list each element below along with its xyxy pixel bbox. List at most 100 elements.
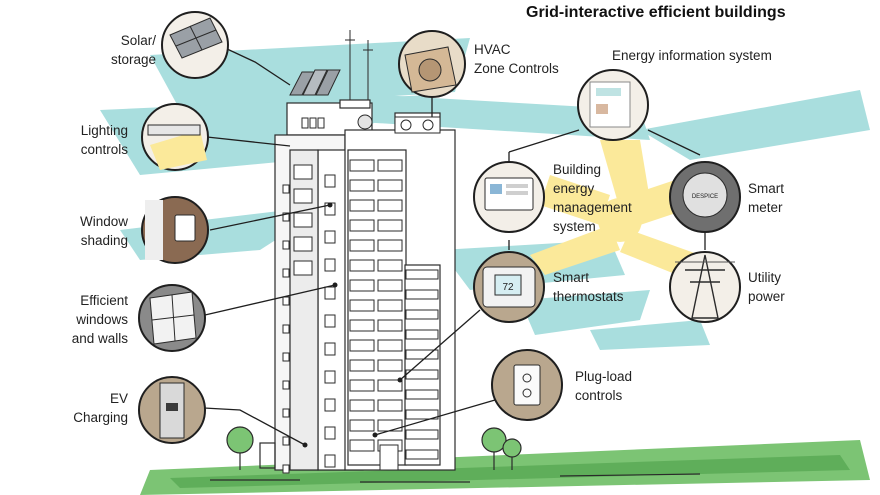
building-window [282, 212, 290, 222]
building-window [293, 212, 313, 228]
building-window [282, 184, 290, 194]
utility-power-circle [669, 251, 741, 323]
building-window [349, 419, 375, 432]
label-line: Charging [73, 410, 128, 425]
label-window-shading: Window shading [60, 212, 128, 250]
label-plug-load: Plug-load controls [575, 367, 632, 405]
building-window [324, 398, 336, 412]
building-window [301, 117, 309, 129]
label-line: and walls [71, 331, 128, 346]
building-window [349, 319, 375, 332]
label-line: management [553, 200, 632, 215]
hvac-circle [398, 30, 466, 98]
building-window [317, 117, 325, 129]
label-line: storage [110, 52, 156, 67]
building-window [309, 117, 317, 129]
meter-display: DESPICE [692, 194, 718, 200]
building-window [349, 299, 375, 312]
building-window [293, 236, 313, 252]
leader-lines [203, 47, 706, 446]
building-window [377, 319, 403, 332]
building-window [282, 268, 290, 278]
label-line: Energy information system [612, 48, 772, 63]
trees [226, 426, 522, 470]
lighting-controls-circle [141, 103, 209, 171]
building-window [324, 230, 336, 244]
building-window [349, 159, 375, 172]
building-window [377, 159, 403, 172]
ev-charging-circle [138, 376, 206, 444]
building-window [349, 279, 375, 292]
building-window [282, 380, 290, 390]
building-window [349, 239, 375, 252]
window-shading-circle [141, 196, 209, 264]
balcony [405, 309, 439, 320]
building-window [377, 299, 403, 312]
building-window [324, 314, 336, 328]
label-line: Building [553, 162, 602, 177]
building-window [377, 339, 403, 352]
building-window [377, 279, 403, 292]
balcony [405, 409, 439, 420]
label-line: Efficient [80, 293, 128, 308]
efficient-windows-circle [138, 284, 206, 352]
label-line: power [748, 289, 785, 304]
building-window [349, 379, 375, 392]
balcony [405, 389, 439, 400]
label-line: energy [553, 181, 595, 196]
label-smart-thermostats: Smart thermostats [553, 268, 624, 306]
balcony [405, 329, 439, 340]
label-energy-information-system: Energy information system [612, 46, 772, 65]
building-window [349, 179, 375, 192]
building-window [349, 439, 375, 452]
label-line: Smart [553, 270, 590, 285]
building-window [377, 219, 403, 232]
building-window [377, 419, 403, 432]
bems-circle [473, 161, 545, 233]
building-window [377, 399, 403, 412]
thermostat-circle: 72 [473, 251, 545, 323]
energy-information-circle [577, 69, 649, 141]
building-window [282, 352, 290, 362]
smart-meter-circle: DESPICE [669, 161, 741, 233]
label-line: controls [575, 388, 623, 403]
building-window [282, 464, 290, 474]
building-window [282, 240, 290, 250]
label-line: meter [748, 200, 783, 215]
label-line: windows [76, 312, 128, 327]
building-door [379, 444, 399, 471]
building-window [282, 324, 290, 334]
label-line: thermostats [553, 289, 624, 304]
building-window [282, 436, 290, 446]
label-line: Solar/ [120, 33, 156, 48]
building-window [377, 259, 403, 272]
solar-storage-circle [161, 11, 229, 79]
building-window [349, 259, 375, 272]
building-window [324, 174, 336, 188]
label-line: Plug-load [575, 369, 633, 384]
building-window [349, 359, 375, 372]
building-window [349, 399, 375, 412]
label-line: controls [80, 142, 128, 157]
building-window [324, 454, 336, 468]
thermostat-display: 72 [502, 282, 514, 293]
label-smart-meter: Smart meter [748, 179, 784, 217]
balcony [405, 269, 439, 280]
building-details [282, 117, 439, 474]
balcony [405, 429, 439, 440]
building-window [349, 339, 375, 352]
building-window [324, 342, 336, 356]
balcony [405, 449, 439, 460]
label-solar-storage: Solar/ storage [96, 31, 156, 69]
label-line: Utility [748, 270, 781, 285]
label-bems: Building energy management system [553, 160, 632, 236]
building-window [324, 286, 336, 300]
building-window [282, 296, 290, 306]
label-efficient-windows: Efficient windows and walls [56, 291, 128, 348]
building-window [293, 260, 313, 276]
label-line: Lighting [80, 123, 128, 138]
label-utility-power: Utility power [748, 268, 785, 306]
building-window [324, 370, 336, 384]
roof-solar-panels [289, 30, 373, 130]
